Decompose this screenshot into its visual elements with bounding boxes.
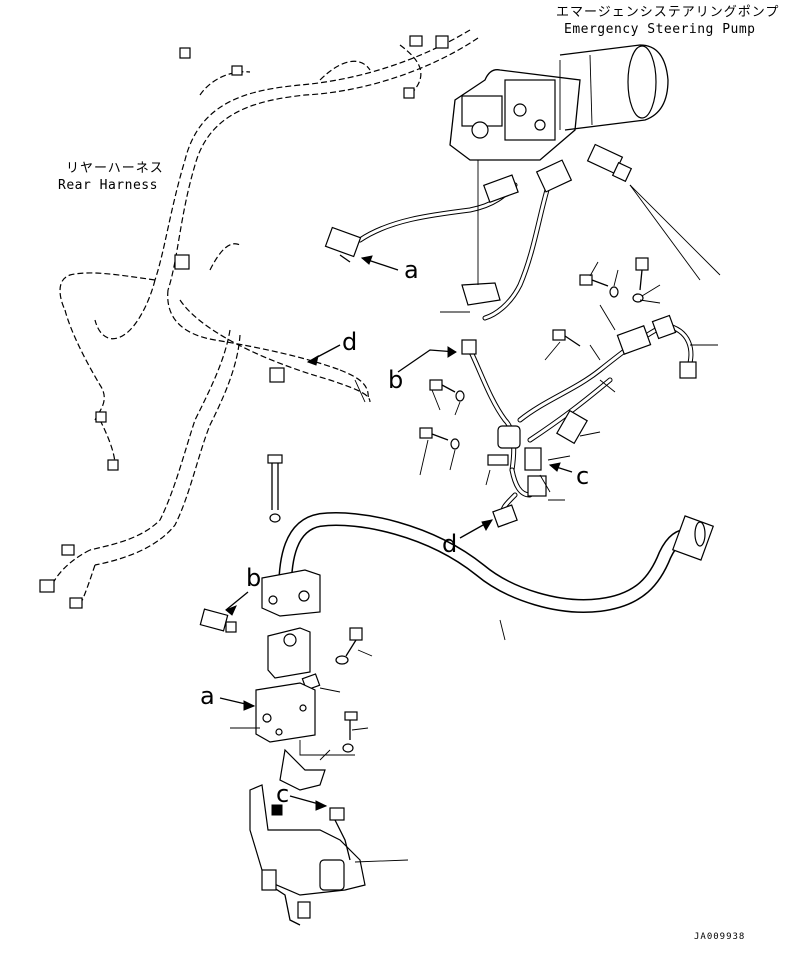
drawing-code: JA009938 (694, 932, 746, 942)
callout-d-lower: d (442, 530, 458, 558)
callout-c-upper: c (576, 462, 590, 490)
pump-outlet-pipe (440, 159, 573, 321)
upper-hose (324, 174, 519, 263)
bolts-group (419, 257, 661, 476)
harness-label-jp: リヤーハーネス (66, 161, 164, 176)
sub-harness (461, 304, 718, 528)
callout-a-lower: a (200, 682, 215, 710)
callout-b-lower: b (246, 564, 262, 592)
harness-label-en: Rear Harness (58, 178, 158, 193)
pump-label-jp: エマージェンシステアリングポンプ (556, 5, 780, 20)
callout-c-lower: c (276, 780, 290, 808)
emergency-steering-pump (449, 44, 669, 161)
callout-arrows (219, 255, 573, 811)
valve-blocks (199, 454, 373, 761)
pressure-fitting (586, 143, 721, 281)
pump-label-en: Emergency Steering Pump (564, 22, 756, 37)
callout-a-upper: a (404, 256, 419, 284)
rear-harness (39, 29, 479, 609)
steering-pipe (278, 512, 715, 641)
callout-b-upper: b (388, 366, 404, 394)
callout-d-upper: d (342, 328, 358, 356)
mounting-bracket (249, 748, 409, 926)
